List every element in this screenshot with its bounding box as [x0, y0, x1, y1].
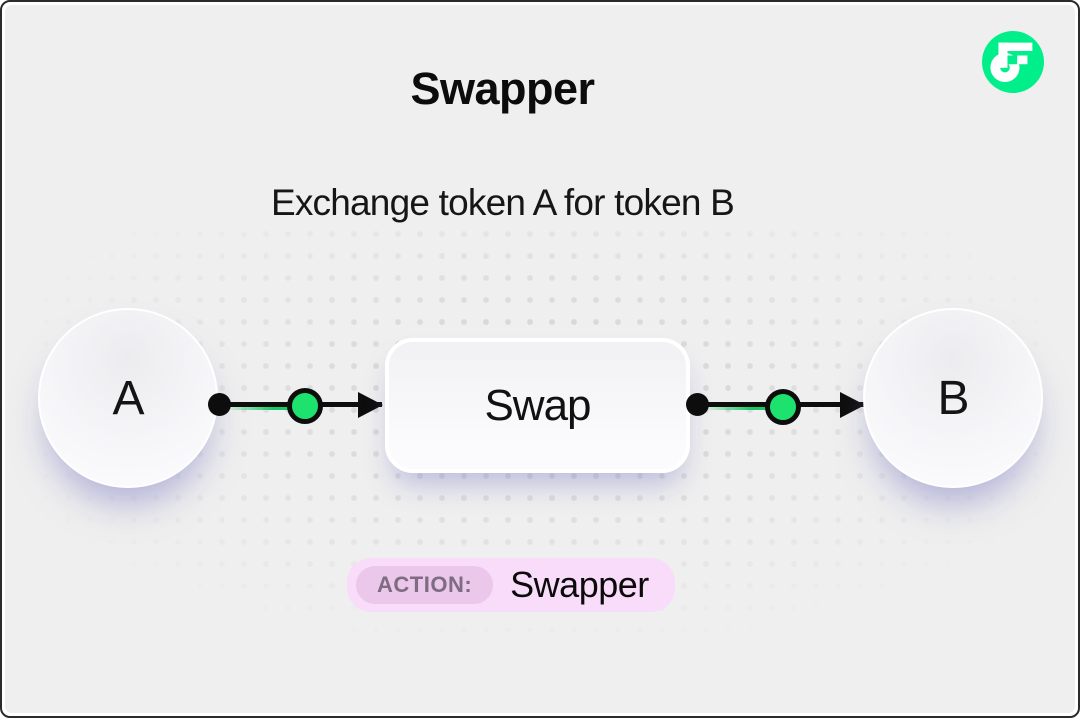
edge-swap-to-b-start-dot — [686, 393, 709, 416]
node-token-a-label: A — [112, 371, 144, 425]
edge-a-to-swap-green-dot — [287, 388, 323, 424]
edge-swap-to-b-arrowhead-icon — [840, 392, 865, 418]
edge-a-to-swap-arrowhead-icon — [358, 392, 383, 418]
node-token-b: B — [863, 308, 1043, 488]
edge-a-to-swap-green-accent — [231, 406, 307, 410]
canvas: Swapper Exchange token A for token B A S… — [5, 5, 1075, 713]
node-token-a: A — [38, 308, 218, 488]
action-badge: ACTION: Swapper — [347, 558, 675, 612]
edge-swap-to-b-green-dot — [765, 389, 801, 425]
action-badge-value: Swapper — [510, 564, 649, 605]
node-swap: Swap — [385, 338, 690, 473]
edge-swap-to-b-green-accent — [709, 406, 785, 410]
action-badge-label: ACTION: — [356, 566, 494, 604]
node-swap-label: Swap — [484, 380, 591, 430]
node-token-b-label: B — [937, 371, 969, 425]
page-title: Swapper — [410, 63, 595, 114]
flow-logo-icon — [982, 31, 1044, 93]
edge-a-to-swap-start-dot — [208, 393, 231, 416]
page-subtitle: Exchange token A for token B — [270, 182, 735, 223]
